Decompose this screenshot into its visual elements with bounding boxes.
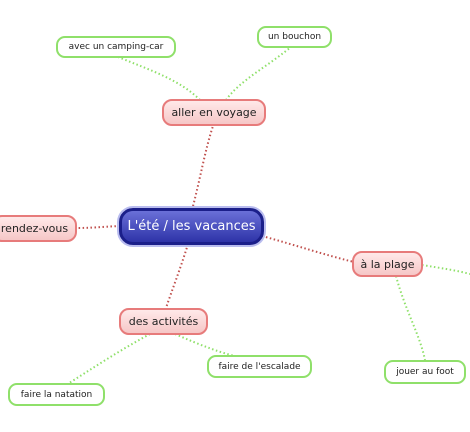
leaf-node-camping-car[interactable]: avec un camping-car — [56, 36, 176, 58]
leaf-node-foot[interactable]: jouer au foot — [384, 360, 466, 384]
leaf-node-label: un bouchon — [267, 32, 322, 42]
leaf-node-label: jouer au foot — [396, 367, 454, 377]
central-node[interactable]: L'été / les vacances — [119, 208, 264, 245]
branch-node-rendez-vous[interactable]: rendez-vous — [0, 215, 77, 242]
link-activites-natation — [65, 333, 151, 386]
branch-node-label: à la plage — [360, 257, 415, 271]
leaf-node-natation[interactable]: faire la natation — [8, 383, 105, 406]
link-plage-offscreen — [421, 264, 470, 275]
central-node-label: L'été / les vacances — [127, 219, 256, 234]
leaf-node-label: avec un camping-car — [68, 42, 164, 52]
link-center-rdv — [76, 225, 121, 229]
branch-node-plage[interactable]: à la plage — [352, 251, 423, 277]
leaf-node-label: faire la natation — [20, 389, 93, 400]
link-center-voyage — [191, 125, 214, 211]
leaf-node-bouchon[interactable]: un bouchon — [257, 26, 332, 48]
branch-node-label: des activités — [128, 315, 199, 328]
branch-node-label: rendez-vous — [0, 222, 69, 235]
link-voyage-bouchon — [225, 45, 293, 101]
leaf-node-escalade[interactable]: faire de l'escalade — [207, 355, 312, 378]
link-voyage-camping — [117, 56, 201, 101]
link-center-plage — [261, 235, 355, 263]
branch-node-activites[interactable]: des activités — [119, 308, 208, 335]
branch-node-voyage[interactable]: aller en voyage — [162, 99, 266, 126]
leaf-node-label: faire de l'escalade — [218, 361, 301, 372]
link-plage-foot — [395, 275, 426, 361]
branch-node-label: aller en voyage — [171, 106, 257, 119]
link-center-activites — [165, 243, 189, 309]
